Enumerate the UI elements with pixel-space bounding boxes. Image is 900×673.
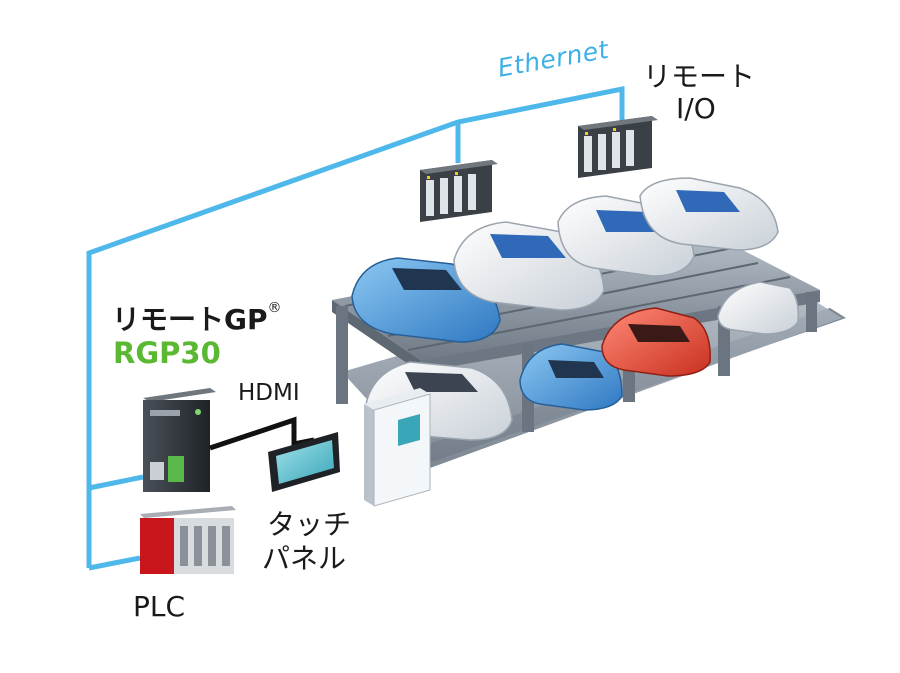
car-upper-white-3: [639, 177, 779, 251]
registered-mark: ®: [267, 300, 282, 316]
remote-gp-label: リモートGP®: [112, 298, 282, 338]
plc-unit: [140, 506, 236, 574]
hdmi-label: HDMI: [238, 380, 300, 406]
ethernet-network: [86, 85, 625, 571]
remote-io-module-right: [578, 116, 658, 178]
control-kiosk: [364, 388, 431, 507]
car-lower-white-right: [717, 281, 800, 335]
touch-panel-label-line1: タッチ: [267, 508, 352, 541]
car-lower-blue: [519, 343, 623, 411]
remote-io-label-line1: リモート: [643, 60, 756, 93]
touch-panel: [268, 432, 340, 492]
car-lower-red: [601, 307, 711, 377]
ethernet-drop-plc: [88, 555, 141, 571]
remote-gp-text: リモートGP: [112, 303, 268, 336]
remote-io-label-line2: I/O: [676, 92, 716, 125]
ethernet-drop-rgp: [88, 474, 144, 491]
touch-panel-label-line2: パネル: [262, 542, 347, 575]
rgp30-unit: [143, 388, 216, 492]
remote-io-module-left: [420, 160, 498, 222]
plc-label: PLC: [133, 590, 186, 623]
rgp-model-label: RGP30: [113, 336, 221, 370]
